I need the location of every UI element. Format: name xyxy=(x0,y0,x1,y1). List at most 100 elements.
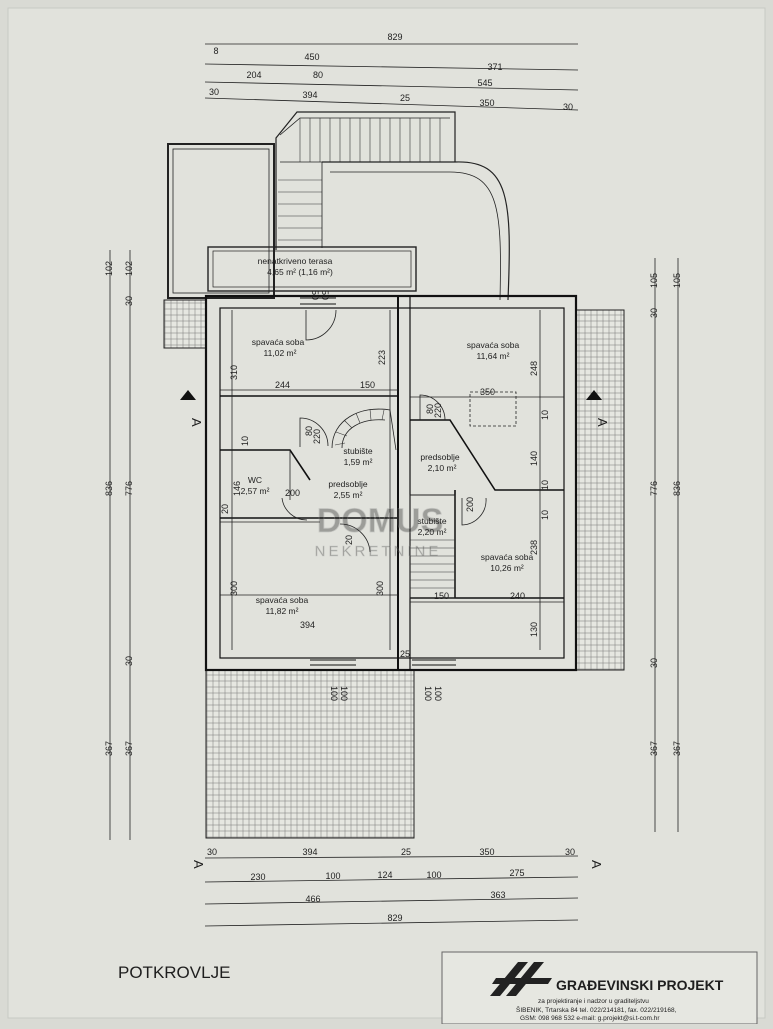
dim-inner: 10 xyxy=(240,436,250,446)
dim-bottom-r2: 124 xyxy=(377,870,392,880)
dim-inner: 350 xyxy=(480,387,495,397)
right-balcony xyxy=(575,309,625,671)
dim-right: 30 xyxy=(649,308,659,318)
dim-inner: 248 xyxy=(529,361,539,376)
dim-top-r3: 25 xyxy=(400,93,410,103)
dim-right: 30 xyxy=(649,658,659,668)
straight-stair xyxy=(409,494,456,599)
dim-top-r3: 394 xyxy=(302,90,317,100)
room-name: stubište xyxy=(417,516,447,526)
dim-inner: 10 xyxy=(540,510,550,520)
room-area: 2,57 m² xyxy=(241,486,270,496)
room-area: 1,59 m² xyxy=(344,457,373,467)
dim-bottom-r1: 394 xyxy=(302,847,317,857)
dim-right: 367 xyxy=(649,741,659,756)
dim-bottom-r2: 230 xyxy=(250,872,265,882)
dim-inner: 50 xyxy=(310,290,320,300)
company-contact: GSM: 098 968 532 e-mail: g.projekt@si.t-… xyxy=(520,1015,660,1022)
dim-inner: 150 xyxy=(360,380,375,390)
room-name: WC xyxy=(248,475,262,485)
dim-top-r1: 371 xyxy=(487,62,502,72)
bottom-dimensions: 30 394 25 350 30 230 100 124 100 275 466… xyxy=(204,847,579,927)
dim-inner: 20 xyxy=(344,535,354,545)
company-name: GRAĐEVINSKI PROJEKT xyxy=(556,977,724,993)
dim-left: 102 xyxy=(124,261,134,276)
watermark: DOMUS NEKRETNINE xyxy=(314,502,444,561)
dim-left: 836 xyxy=(104,481,114,496)
dim-inner: 240 xyxy=(510,591,525,601)
front-terrace xyxy=(205,669,415,839)
dim-bottom-r1: 30 xyxy=(207,847,217,857)
dim-top-r2: 204 xyxy=(246,70,261,80)
dim-inner: 200 xyxy=(285,488,300,498)
room-area: 2,10 m² xyxy=(428,463,457,473)
room-name: predsoblje xyxy=(420,452,459,462)
dim-top-r1: 450 xyxy=(304,52,319,62)
room-name: nenatkriveno terasa xyxy=(258,256,333,266)
dim-inner: 220 xyxy=(312,429,322,444)
spiral-stair xyxy=(331,408,397,451)
watermark-line1: DOMUS xyxy=(317,502,444,540)
dim-inner: 244 xyxy=(275,380,290,390)
walls xyxy=(204,294,578,672)
side-dimensions: 102 102 30 836 776 30 367 367 105 105 30… xyxy=(104,250,682,840)
section-mark: A xyxy=(191,860,206,869)
company-address: ŠIBENIK, Trtarska 84 tel. 022/214181, fa… xyxy=(516,1005,677,1014)
dim-bottom-r2: 100 xyxy=(325,871,340,881)
dim-top-r3: 30 xyxy=(563,102,573,112)
dim-inner: 223 xyxy=(377,350,387,365)
dim-inner: 50 xyxy=(320,290,330,300)
dim-inner: 300 xyxy=(375,581,385,596)
paper xyxy=(7,7,766,1019)
company-logo-icon xyxy=(490,962,552,996)
dim-top-r3: 30 xyxy=(209,87,219,97)
dim-inner: 80 xyxy=(304,426,314,436)
room-name: spavaća soba xyxy=(467,340,520,350)
section-markers: A A A A xyxy=(180,390,610,869)
room-name: spavaća soba xyxy=(256,595,309,605)
dim-inner: 10 xyxy=(540,480,550,490)
section-mark: A xyxy=(589,860,604,869)
room-name: spavaća soba xyxy=(252,337,305,347)
inner-dimensions: 310 244 150 223 350 248 80 220 10 80 220… xyxy=(220,290,564,701)
left-balcony xyxy=(163,299,207,349)
dim-bottom-r3: 363 xyxy=(490,890,505,900)
room-area: 11,02 m² xyxy=(264,348,297,358)
company-subtitle: za projektiranje i nadzor u graditeljstv… xyxy=(538,998,649,1005)
dim-left: 30 xyxy=(124,296,134,306)
room-area: 11,82 m² xyxy=(266,606,299,616)
dim-bottom-r1: 25 xyxy=(401,847,411,857)
dim-bottom-r2: 275 xyxy=(509,868,524,878)
dim-left: 30 xyxy=(124,656,134,666)
dim-inner: 150 xyxy=(434,591,449,601)
room-area: 11,64 m² xyxy=(477,351,510,361)
dim-bottom-r2: 100 xyxy=(426,870,441,880)
dim-inner: 200 xyxy=(465,497,475,512)
dim-inner: 100 xyxy=(339,686,349,701)
dim-right: 776 xyxy=(649,481,659,496)
dim-inner: 25 xyxy=(400,649,410,659)
section-mark: A xyxy=(595,418,610,427)
room-labels: spavaća soba 11,02 m² spavaća soba 11,64… xyxy=(241,337,534,616)
dim-inner: 220 xyxy=(433,403,443,418)
dim-bottom-r3: 466 xyxy=(305,894,320,904)
dim-top-r2: 545 xyxy=(477,78,492,88)
room-area: 10,26 m² xyxy=(490,563,524,573)
dim-bottom-total: 829 xyxy=(387,913,402,923)
room-name: stubište xyxy=(343,446,373,456)
dim-inner: 300 xyxy=(229,581,239,596)
dim-inner: 100 xyxy=(423,686,433,701)
dim-inner: 80 xyxy=(425,404,435,414)
title-block: GRAĐEVINSKI PROJEKT za projektiranje i n… xyxy=(441,951,758,1025)
dim-bottom-r1: 350 xyxy=(479,847,494,857)
room-area: 2,55 m² xyxy=(334,490,363,500)
dim-inner: 130 xyxy=(529,622,539,637)
dim-inner: 140 xyxy=(529,451,539,466)
dim-inner: 100 xyxy=(433,686,443,701)
dim-left: 776 xyxy=(124,481,134,496)
dim-inner: 394 xyxy=(300,620,315,630)
doors xyxy=(281,309,517,553)
dim-inner: 100 xyxy=(329,686,339,701)
dim-bottom-r1: 30 xyxy=(565,847,575,857)
